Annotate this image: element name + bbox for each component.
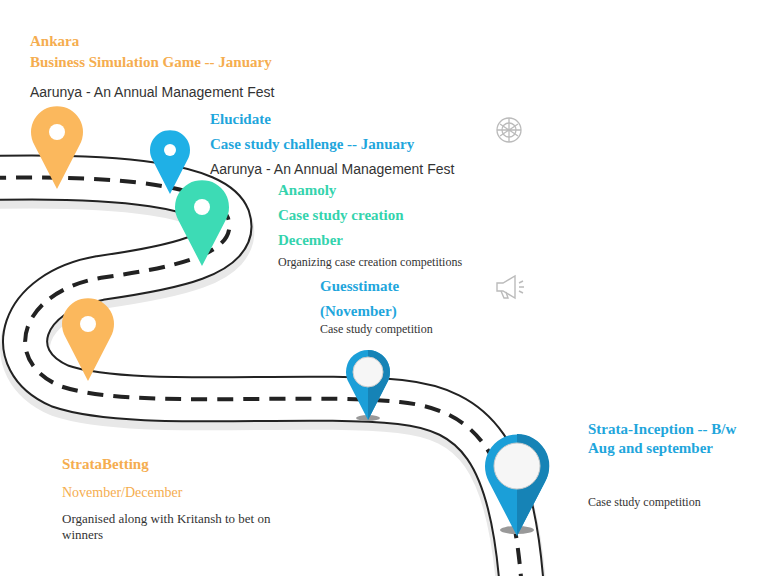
event-subtitle: (November) [320, 302, 520, 321]
event-title: Guesstimate [320, 277, 520, 296]
event-title: Ankara [30, 32, 330, 51]
map-pin [175, 180, 229, 266]
map-pin [62, 298, 114, 381]
event-note: Aarunya - An Annual Management Fest [210, 161, 500, 179]
event-note: Case study competition [320, 322, 520, 337]
event-title: StrataBetting [62, 455, 322, 474]
event-subtitle: Case study challenge -- January [210, 135, 490, 154]
event-note: Case study competition [588, 495, 764, 510]
map-pin [485, 435, 549, 536]
lattice-icon [497, 118, 521, 142]
event-subtitle: Case study creation [278, 206, 518, 225]
map-pin [150, 130, 190, 194]
megaphone-icon [497, 276, 524, 298]
event-subtitle: November/December [62, 484, 322, 502]
event-title: Strata-Inception -- B/w Aug and septembe… [588, 420, 764, 458]
map-pin [31, 106, 83, 189]
event-title: Anamoly [278, 181, 518, 200]
event-title: Elucidate [210, 110, 490, 129]
event-subtitle: December [278, 231, 518, 250]
event-subtitle: Business Simulation Game -- January [30, 53, 330, 72]
event-note: Organizing case creation competitions [278, 255, 518, 270]
event-note: Aarunya - An Annual Management Fest [30, 84, 330, 102]
map-pin [346, 350, 390, 420]
event-note: Organised along with Kritansh to bet on … [62, 511, 312, 544]
